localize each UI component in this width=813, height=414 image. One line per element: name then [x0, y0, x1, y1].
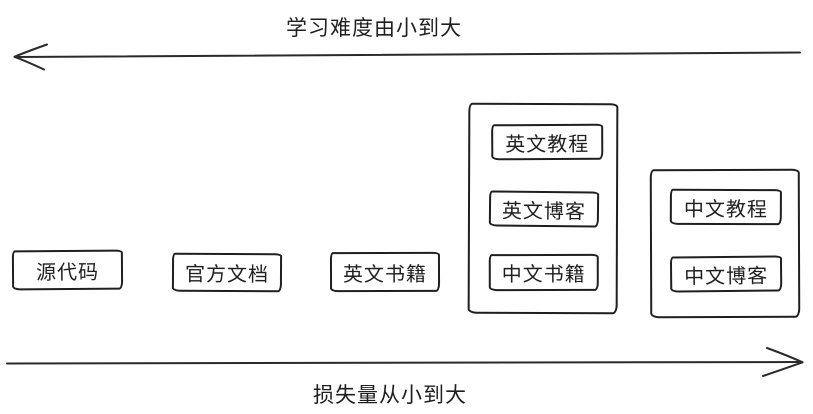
node-english-books: 英文书籍 [329, 251, 441, 293]
node-english-tutorial: 英文教程 [491, 123, 604, 161]
node-chinese-blog: 中文博客 [669, 255, 783, 293]
group-english-resources: 英文教程 英文博客 中文书籍 [467, 102, 619, 315]
difficulty-arrow-left-icon [13, 43, 801, 71]
node-source-code: 源代码 [11, 249, 124, 291]
node-official-docs: 官方文档 [171, 252, 283, 293]
group-chinese-resources: 中文教程 中文博客 [649, 168, 801, 319]
node-english-blog: 英文博客 [488, 190, 600, 228]
loss-arrow-right-icon [6, 347, 804, 377]
node-chinese-books: 中文书籍 [488, 253, 599, 292]
loss-axis-label: 损失量从小到大 [313, 384, 467, 407]
node-chinese-tutorial: 中文教程 [669, 188, 782, 226]
difficulty-axis-label: 学习难度由小到大 [286, 17, 462, 40]
